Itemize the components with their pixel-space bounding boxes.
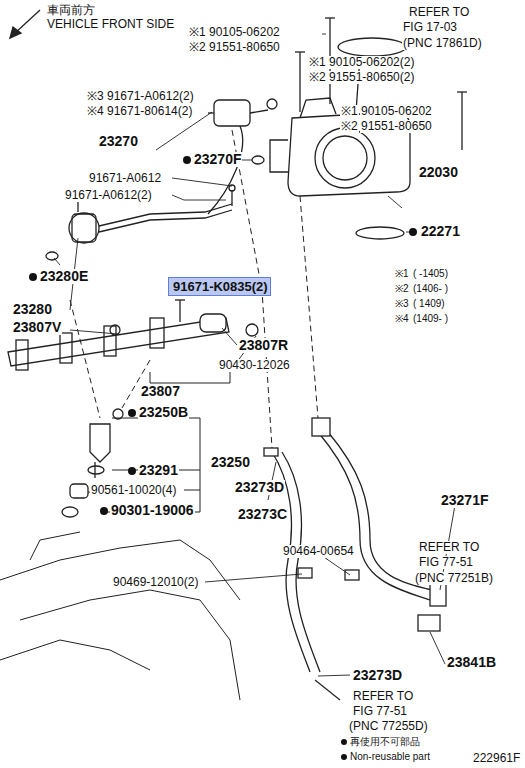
legend-text: Non-reusable part [350, 751, 430, 762]
callout-label: 90561-10020(4) [90, 484, 177, 497]
part-number: 22271 [420, 224, 461, 239]
callout-label: ※3 [86, 90, 105, 103]
callout-label: FIG 77-51 [418, 556, 474, 569]
callout-label: ※1 [188, 26, 207, 39]
part-number: 23273D [352, 668, 403, 683]
part-number: 23273C [237, 507, 288, 522]
regulator-bracket [46, 185, 235, 260]
legend-text: 再使用不可部品 [350, 736, 420, 747]
part-number: 23841B [446, 655, 497, 670]
callout-label: (1409- ) [412, 313, 449, 324]
guide-line [70, 130, 318, 448]
part-number: 90301-19006 [110, 503, 195, 518]
part-number: 91671-K0835(2) [173, 280, 266, 294]
callout-label: 車両前方 [46, 4, 96, 17]
callout-label: (PNC 77255D) [348, 720, 429, 733]
callout-label: 91671-A0612(2) [106, 90, 195, 103]
callout-label: ※2 [340, 120, 359, 133]
part-number: 23807R [238, 338, 289, 353]
callout-label: 90105-06202 [208, 26, 281, 39]
part-number: 23807V [12, 320, 62, 335]
callout-label: ( 1409) [412, 298, 446, 309]
callout-label: 90469-12010(2) [112, 576, 199, 589]
callout-label: 90430-12026 [218, 359, 291, 372]
callout-label: ※1 [340, 105, 359, 118]
callout-label: ※4 [86, 105, 105, 118]
part-number: 23271F [440, 493, 489, 508]
callout-label: ※1 [308, 56, 327, 69]
part-number: 23273D [234, 480, 285, 495]
callout-label: FIG 77-51 [352, 705, 408, 718]
arrow-head [10, 27, 21, 38]
callout-label: (PNC 17861D) [402, 37, 483, 50]
callout-label: REFER TO [352, 690, 414, 703]
callout-label: VEHICLE FRONT SIDE [46, 18, 175, 31]
callout-label: ※4 [394, 313, 410, 324]
callout-label: 91671-A0612 [88, 172, 162, 185]
part-number: 23250B [138, 405, 189, 420]
callout-label: 91671-80614(2) [106, 105, 193, 118]
callout-label: 90464-00654 [282, 545, 355, 558]
leader-line [54, 34, 455, 676]
callout-label: REFER TO [418, 541, 480, 554]
part-number: 23807 [140, 384, 181, 399]
gasket [356, 227, 404, 239]
part-number: 23280E [39, 269, 89, 284]
callout-label: ※2 [308, 71, 327, 84]
engine-outline [0, 532, 240, 700]
callout-label: REFER TO [408, 6, 470, 19]
callout-label: 91551-80650 [360, 120, 433, 133]
part-number: 22030 [418, 165, 459, 180]
part-number: 23291 [138, 463, 179, 478]
part-number: 23270 [98, 134, 139, 149]
callout-label: (1406- ) [412, 283, 449, 294]
callout-label: (PNC 77251B) [414, 572, 494, 585]
callout-label: 222961F [472, 752, 521, 765]
callout-label: ※3 [394, 298, 410, 309]
callout-label: 90105-06202 [360, 105, 433, 118]
non-reusable-dot [29, 156, 417, 760]
part-number: 23270F [193, 152, 242, 167]
part-number: 23250 [210, 455, 251, 470]
callout-label: 91551-80650 [208, 41, 281, 54]
callout-label: ※2 [394, 283, 410, 294]
callout-label: ※2 [188, 41, 207, 54]
callout-label: ( -1405) [412, 268, 449, 279]
part-number: 23280 [12, 302, 53, 317]
callout-label: 91671-A0612(2) [64, 189, 153, 202]
highlighted-part: 91671-K0835(2) [168, 277, 271, 296]
callout-label: 91551-80650(2) [328, 71, 415, 84]
callout-label: ※1 [394, 268, 410, 279]
callout-label: FIG 17-03 [402, 21, 458, 34]
callout-label: 90105-06202(2) [328, 56, 415, 69]
fuel-injector [62, 409, 123, 517]
